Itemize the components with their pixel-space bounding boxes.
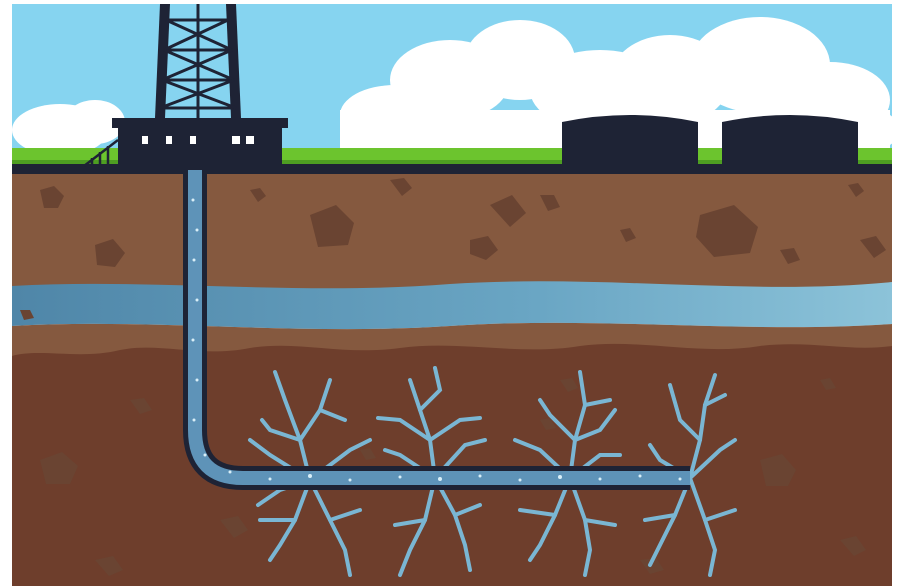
upper-soil-layer: [12, 174, 892, 290]
well-pipe-icon: [183, 166, 690, 490]
rocks: [20, 178, 886, 576]
aquifer-layer: [12, 281, 892, 330]
storage-tank-icon: [562, 115, 698, 166]
fracture-icon: [248, 366, 737, 577]
shale-layer: [12, 343, 892, 586]
drilling-rig-icon: [83, 4, 288, 167]
storage-tank-icon: [722, 115, 858, 166]
